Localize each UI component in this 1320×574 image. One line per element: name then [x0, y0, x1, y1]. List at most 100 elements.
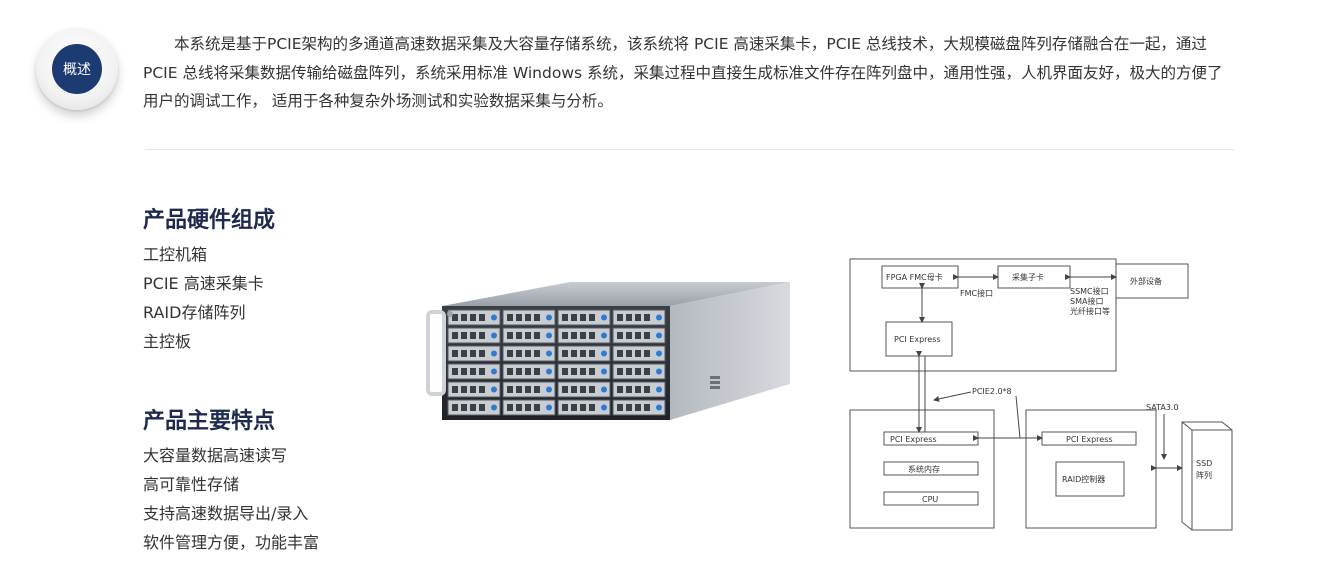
drive-led — [546, 404, 552, 411]
drive-vent — [589, 314, 595, 321]
drive-led — [491, 314, 497, 321]
drive-vent — [452, 404, 458, 411]
drive-vent — [617, 368, 623, 375]
drive-vent — [516, 386, 522, 393]
features-title: 产品主要特点 — [143, 409, 276, 434]
drive-vent — [617, 332, 623, 339]
drive-vent — [562, 314, 568, 321]
drive-vent — [626, 314, 632, 321]
cpu-block: CPU — [922, 495, 938, 504]
hardware-title: 产品硬件组成 — [143, 208, 276, 233]
feature-item: 软件管理方便，功能丰富 — [143, 533, 320, 552]
system-architecture-diagram: FPGA FMC母卡 FMC接口 采集子卡 SSMC接口 SMA接口 光纤接口等… — [849, 258, 1233, 531]
drive-vent — [452, 314, 458, 321]
drive-vent — [635, 368, 641, 375]
pcie-bus-label: PCIE2.0*8 — [972, 387, 1012, 396]
drive-vent — [635, 350, 641, 357]
drive-vent — [617, 404, 623, 411]
drive-vent — [470, 332, 476, 339]
drive-vent — [534, 386, 540, 393]
drive-vent — [580, 332, 586, 339]
drive-vent — [461, 332, 467, 339]
drive-vent — [571, 404, 577, 411]
raid-controller: RAID控制器 — [1062, 474, 1105, 484]
overview-badge-ring: 概述 — [36, 28, 118, 110]
drive-vent — [452, 332, 458, 339]
drive-led — [546, 332, 552, 339]
drive-led — [491, 350, 497, 357]
drive-vent — [562, 368, 568, 375]
drive-led — [491, 404, 497, 411]
drive-vent — [562, 350, 568, 357]
hardware-list: 工控机箱 PCIE 高速采集卡 RAID存储阵列 主控板 — [143, 240, 264, 356]
drive-vent — [562, 386, 568, 393]
drive-led — [491, 368, 497, 375]
drive-vent — [562, 404, 568, 411]
drive-vent — [580, 404, 586, 411]
drive-vent — [507, 350, 513, 357]
drive-vent — [644, 404, 650, 411]
drive-vent — [461, 350, 467, 357]
drive-vent — [589, 350, 595, 357]
drive-vent — [516, 332, 522, 339]
drive-vent — [470, 368, 476, 375]
drive-vent — [452, 350, 458, 357]
drive-vent — [461, 404, 467, 411]
drive-vent — [626, 350, 632, 357]
drive-led — [546, 314, 552, 321]
drive-led — [656, 404, 662, 411]
hardware-item: PCIE 高速采集卡 — [143, 274, 264, 293]
drive-vent — [626, 386, 632, 393]
drive-vent — [479, 350, 485, 357]
drive-vent — [461, 368, 467, 375]
drive-vent — [589, 332, 595, 339]
drive-vent — [534, 332, 540, 339]
drive-led — [656, 368, 662, 375]
drive-vent — [534, 314, 540, 321]
drive-vent — [479, 368, 485, 375]
overview-text: 本系统是基于PCIE架构的多通道高速数据采集及大容量存储系统，该系统将 PCIE… — [143, 35, 1223, 110]
drive-vent — [635, 404, 641, 411]
drive-led — [656, 386, 662, 393]
drive-vent — [507, 314, 513, 321]
drive-vent — [589, 368, 595, 375]
drive-led — [546, 386, 552, 393]
drive-led — [546, 368, 552, 375]
drive-led — [656, 350, 662, 357]
drive-vent — [479, 404, 485, 411]
drive-vent — [516, 314, 522, 321]
drive-vent — [479, 314, 485, 321]
drive-vent — [635, 386, 641, 393]
drive-vent — [525, 386, 531, 393]
drive-vent — [635, 314, 641, 321]
drive-vent — [525, 368, 531, 375]
drive-led — [601, 386, 607, 393]
drive-led — [601, 332, 607, 339]
drive-led — [601, 350, 607, 357]
drive-vent — [507, 368, 513, 375]
ssd-label: SSD — [1196, 459, 1212, 468]
fiber-interface-label: 光纤接口等 — [1070, 306, 1110, 316]
drive-vent — [644, 386, 650, 393]
drive-vent — [516, 404, 522, 411]
drive-vent — [525, 332, 531, 339]
drive-vent — [479, 332, 485, 339]
drive-vent — [452, 368, 458, 375]
drive-vent — [525, 314, 531, 321]
drive-vent — [626, 404, 632, 411]
drive-vent — [644, 368, 650, 375]
drive-vent — [580, 386, 586, 393]
drive-led — [601, 314, 607, 321]
sata-label: SATA3.0 — [1146, 403, 1179, 412]
fmc-interface-label: FMC接口 — [960, 288, 993, 298]
section-divider — [146, 149, 1234, 150]
external-device: 外部设备 — [1130, 276, 1162, 286]
drive-vent — [589, 404, 595, 411]
drive-vent — [580, 314, 586, 321]
drive-vent — [644, 332, 650, 339]
drive-vent — [580, 350, 586, 357]
drive-vent — [644, 314, 650, 321]
drive-vent — [534, 350, 540, 357]
drive-led — [491, 386, 497, 393]
sma-interface-label: SMA接口 — [1070, 296, 1103, 306]
